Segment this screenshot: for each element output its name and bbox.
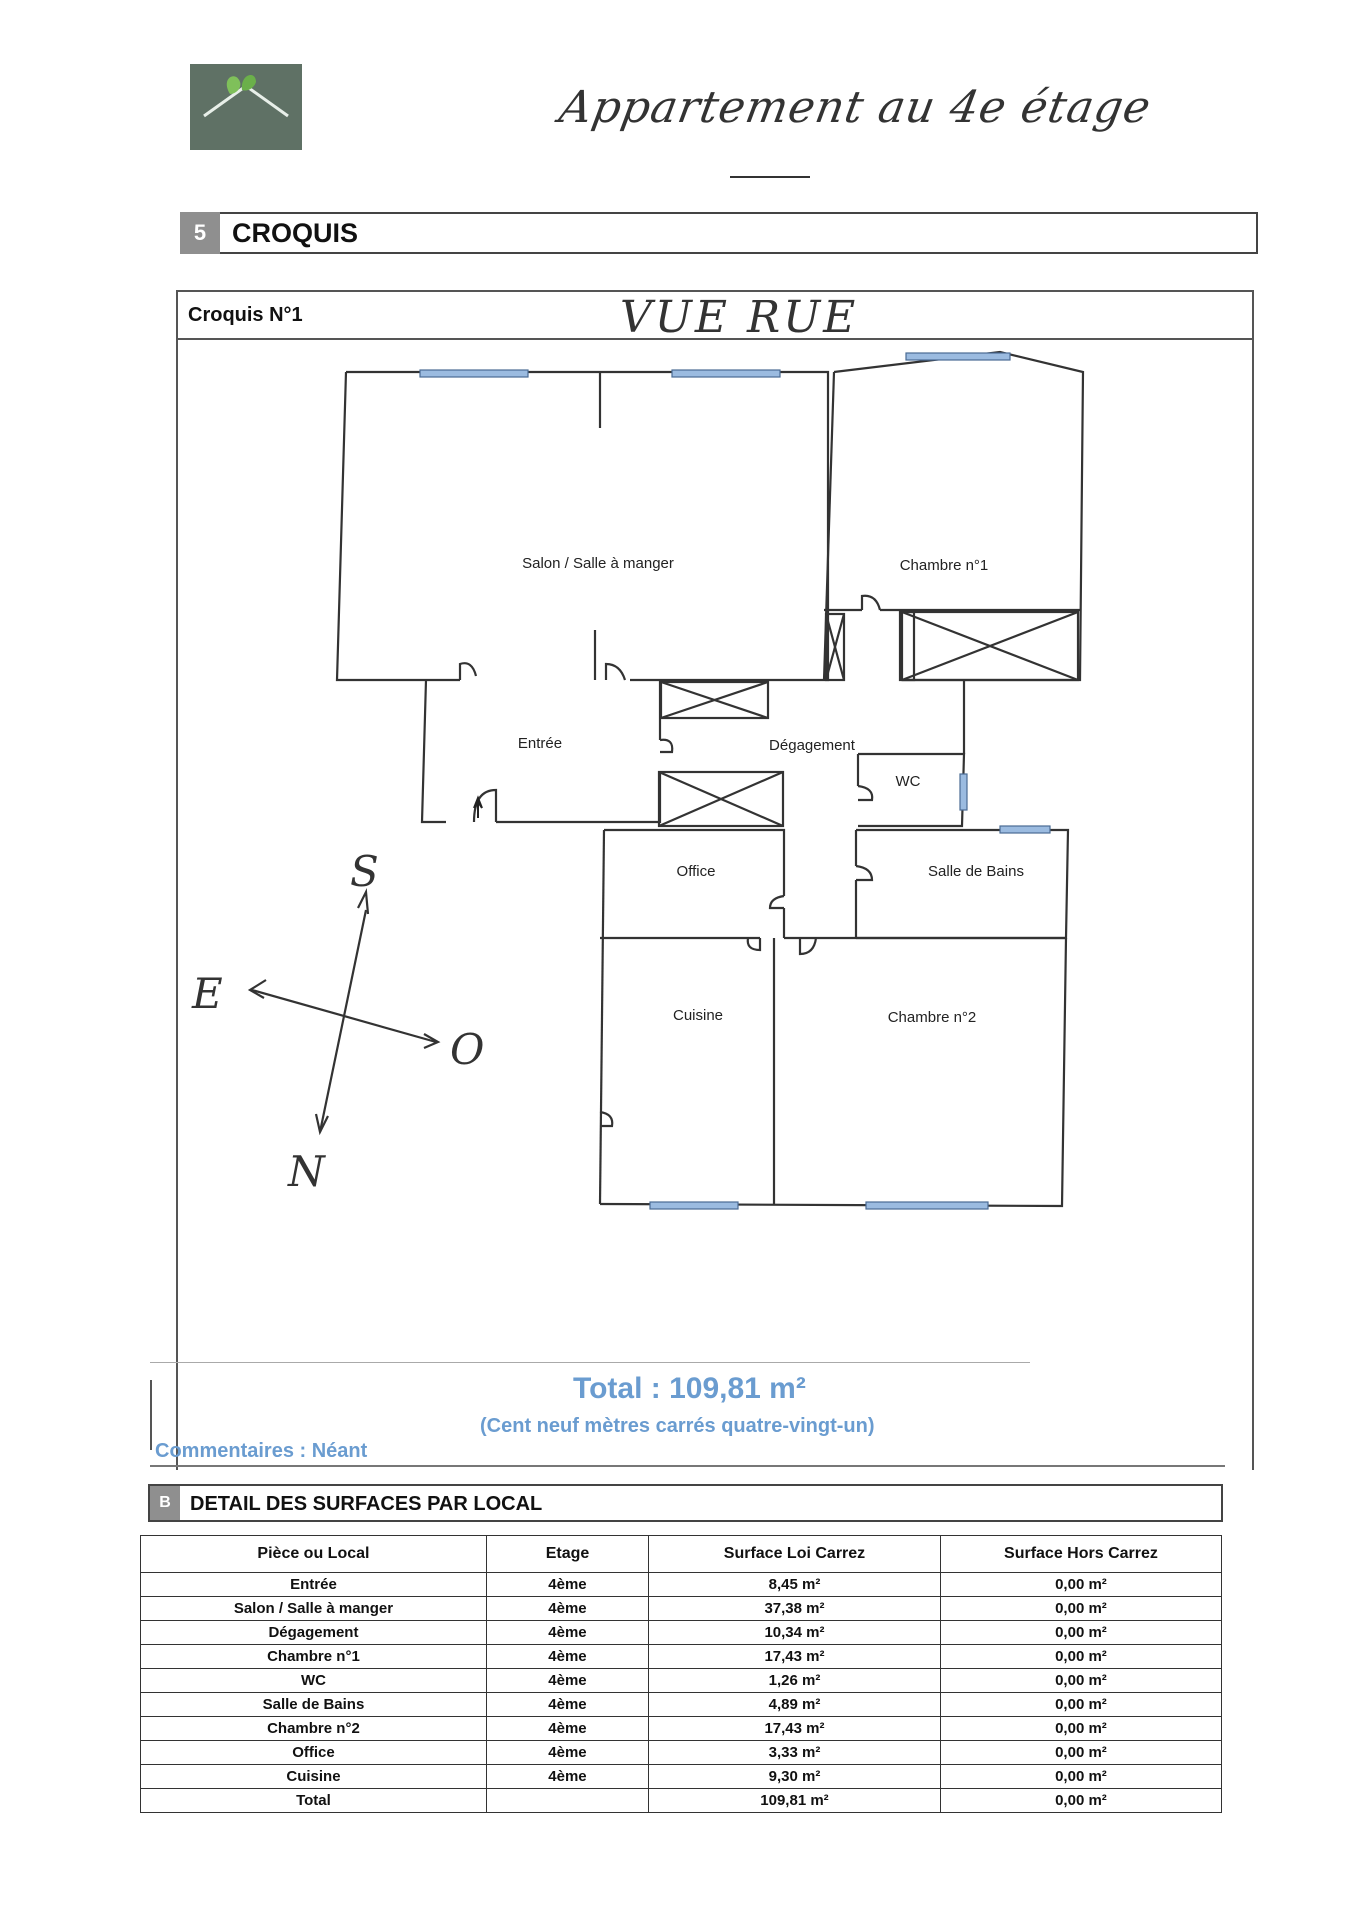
cell-piece: Dégagement [140,1620,487,1645]
cell-etage: 4ème [485,1764,650,1789]
label-entree: Entrée [518,735,562,752]
compass-s: S [350,847,379,896]
room-office [598,828,786,1205]
room-cuisine-chambre2 [599,936,1068,1208]
cell-hors-carrez: 0,00 m² [939,1572,1223,1597]
handwritten-street-note: VUE RUE [620,292,859,343]
cell-piece: Office [140,1740,487,1765]
cell-carrez: 10,34 m² [648,1620,941,1645]
compass-e: E [191,969,223,1018]
cell-hors-carrez: 0,00 m² [939,1716,1223,1741]
room-sdb [854,828,1070,940]
room-chambre1 [822,350,1085,682]
comments: Commentaires : Néant [155,1440,368,1462]
cell-piece: Chambre n°2 [140,1716,487,1741]
cell-carrez: 17,43 m² [648,1716,941,1741]
compass-rose: S E O N [191,847,484,1196]
cell-piece: Chambre n°1 [140,1644,487,1669]
header-hors-carrez: Surface Hors Carrez [939,1535,1223,1573]
cell-piece: Entrée [140,1572,487,1597]
cell-piece: WC [140,1668,487,1693]
cell-hors-carrez: 0,00 m² [939,1740,1223,1765]
label-chambre2: Chambre n°2 [888,1009,977,1026]
cell-carrez: 3,33 m² [648,1740,941,1765]
label-office: Office [677,863,716,880]
header-etage: Etage [485,1535,650,1573]
windows [419,352,1051,1210]
header-piece: Pièce ou Local [140,1535,487,1573]
cell-etage: 4ème [485,1572,650,1597]
section-b-number: B [150,1486,180,1520]
cell-hors-carrez: 0,00 m² [939,1692,1223,1717]
cell-hors-carrez: 0,00 m² [939,1764,1223,1789]
cell-hors-carrez: 0,00 m² [939,1788,1223,1813]
compass-o: O [450,1025,484,1074]
label-chambre1: Chambre n°1 [900,557,989,574]
cell-etage [485,1788,650,1813]
cell-piece: Salon / Salle à manger [140,1596,487,1621]
label-degagement: Dégagement [769,737,856,754]
section-b-bar [148,1484,1223,1522]
croquis-label: Croquis N°1 [188,304,303,326]
total-area-words: (Cent neuf mètres carrés quatre-vingt-un… [480,1415,875,1437]
cell-etage: 4ème [485,1596,650,1621]
cell-etage: 4ème [485,1716,650,1741]
house-leaf-icon [203,75,289,118]
section-5-title: CROQUIS [232,218,359,248]
cell-hors-carrez: 0,00 m² [939,1668,1223,1693]
header-carrez: Surface Loi Carrez [648,1535,941,1573]
cupboards [657,680,785,828]
comment-divider-top [150,1362,1030,1363]
handwritten-underline [730,176,810,178]
cell-etage: 4ème [485,1644,650,1669]
cell-carrez: 109,81 m² [648,1788,941,1813]
cell-etage: 4ème [485,1620,650,1645]
cell-piece: Total [140,1788,487,1813]
cell-carrez: 1,26 m² [648,1668,941,1693]
cell-hors-carrez: 0,00 m² [939,1620,1223,1645]
cell-piece: Salle de Bains [140,1692,487,1717]
cell-etage: 4ème [485,1740,650,1765]
label-wc: WC [896,773,921,790]
cell-hors-carrez: 0,00 m² [939,1644,1223,1669]
cell-carrez: 9,30 m² [648,1764,941,1789]
cell-etage: 4ème [485,1692,650,1717]
cell-piece: Cuisine [140,1764,487,1789]
label-sdb: Salle de Bains [928,863,1024,880]
cell-carrez: 4,89 m² [648,1692,941,1717]
section-5-number: 5 [180,212,220,254]
cell-carrez: 17,43 m² [648,1644,941,1669]
cell-etage: 4ème [485,1668,650,1693]
company-logo [190,64,302,150]
surface-table: Pièce ou Local Etage Surface Loi Carrez … [140,1535,1223,1813]
compass-n: N [287,1147,326,1196]
croquis-header [176,290,1254,340]
cell-carrez: 37,38 m² [648,1596,941,1621]
room-salon [335,370,830,682]
total-area: Total : 109,81 m² [573,1372,806,1405]
room-wc [856,680,966,828]
croquis-frame [176,290,1254,1470]
cell-carrez: 8,45 m² [648,1572,941,1597]
label-salon: Salon / Salle à manger [522,555,674,572]
comment-divider-bottom [150,1465,1225,1467]
cell-hors-carrez: 0,00 m² [939,1596,1223,1621]
section-b-title: DETAIL DES SURFACES PAR LOCAL [190,1493,543,1515]
entry-arrow-icon [473,795,483,818]
label-cuisine: Cuisine [673,1007,723,1024]
comment-divider-side [150,1380,152,1450]
table-header-row: Pièce ou Local Etage Surface Loi Carrez … [140,1535,1223,1573]
